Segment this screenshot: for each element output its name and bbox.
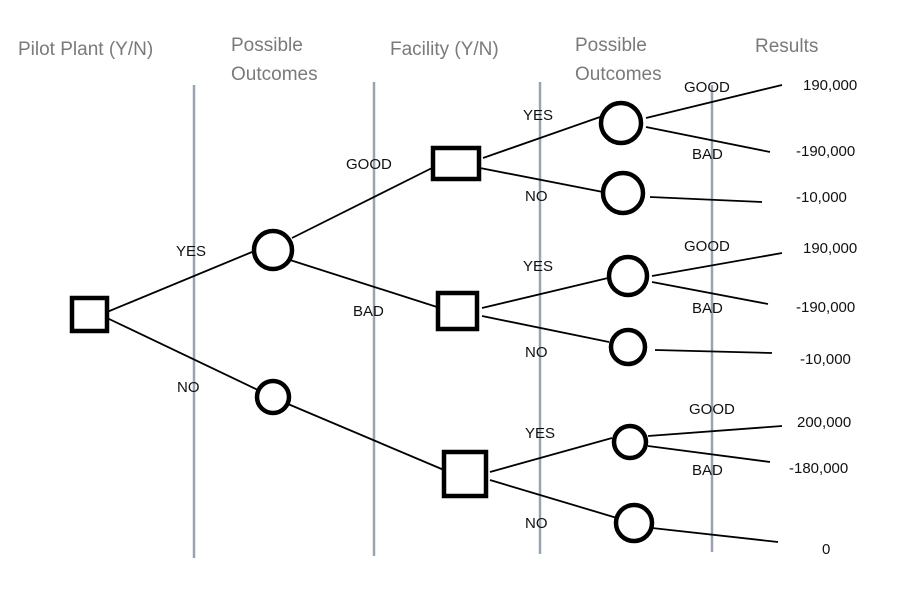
branch-label-f3-yes: YES [525, 425, 555, 442]
edge-f3-no-result [651, 527, 779, 543]
edge-f1-yes [482, 116, 601, 159]
branch-label-f3-good: GOOD [689, 401, 735, 418]
chance-node-f2-yes [606, 254, 650, 298]
result-value-2: -190,000 [796, 143, 855, 160]
branch-label-f1-yes: YES [523, 107, 553, 124]
chance-node-f1-no [600, 170, 646, 216]
decision-node-pilot-plant [69, 295, 110, 334]
chance-node-f2-no [608, 327, 648, 367]
result-value-7: 200,000 [797, 414, 851, 431]
result-value-4: 190,000 [803, 240, 857, 257]
chance-node-pilot-yes [251, 228, 295, 272]
branch-label-f2-yes: YES [523, 258, 553, 275]
chance-node-f1-yes [598, 100, 644, 146]
edge-f2-no [481, 315, 610, 343]
edge-f1-no [479, 167, 604, 193]
branch-label-f3-bad: BAD [692, 462, 723, 479]
header-facility: Facility (Y/N) [390, 39, 499, 60]
result-value-3: -10,000 [796, 189, 847, 206]
header-possible-outcomes-1-line1: Possible [231, 35, 303, 56]
branch-label-pilot-bad: BAD [353, 303, 384, 320]
decision-node-facility-3 [441, 449, 489, 499]
edge-f3-no [489, 479, 618, 519]
decision-node-facility-1 [430, 145, 482, 182]
branch-label-f2-no: NO [525, 344, 548, 361]
edge-f3-yes [489, 437, 613, 473]
chance-node-pilot-no [254, 378, 292, 416]
result-value-6: -10,000 [800, 351, 851, 368]
edge-pilot-good [291, 167, 433, 239]
branch-label-pilot-good: GOOD [346, 156, 392, 173]
branch-label-f1-good: GOOD [684, 79, 730, 96]
edge-pilot-yes [106, 251, 253, 313]
edge-f2-bad [651, 281, 769, 305]
result-value-8: -180,000 [789, 460, 848, 477]
chance-node-f3-no [613, 502, 655, 544]
result-value-5: -190,000 [796, 299, 855, 316]
edge-pilot-bad [289, 259, 438, 308]
edge-pilot-no-to-facility [287, 403, 445, 471]
branch-label-pilot-no: NO [177, 379, 200, 396]
edge-f2-good [651, 252, 783, 277]
header-pilot-plant: Pilot Plant (Y/N) [18, 39, 153, 60]
branch-label-f3-no: NO [525, 515, 548, 532]
edge-f1-good [645, 84, 783, 119]
header-results: Results [755, 36, 818, 57]
edge-pilot-no [106, 317, 259, 391]
decision-node-facility-2 [435, 290, 480, 332]
branch-label-f2-good: GOOD [684, 238, 730, 255]
branch-label-f1-no: NO [525, 188, 548, 205]
edge-f3-bad [647, 445, 771, 463]
edge-f2-yes [481, 277, 609, 309]
branch-label-f2-bad: BAD [692, 300, 723, 317]
branch-label-pilot-yes: YES [176, 243, 206, 260]
edge-f2-no-result [654, 349, 773, 354]
edge-f3-good [647, 425, 783, 437]
header-possible-outcomes-1-line2: Outcomes [231, 64, 318, 85]
result-value-9: 0 [822, 541, 830, 558]
edge-f1-bad [645, 126, 771, 153]
chance-node-f3-yes [611, 423, 649, 461]
branch-label-f1-bad: BAD [692, 146, 723, 163]
header-possible-outcomes-2-line2: Outcomes [575, 64, 662, 85]
header-possible-outcomes-2-line1: Possible [575, 35, 647, 56]
result-value-1: 190,000 [803, 77, 857, 94]
edge-f1-no-result [649, 196, 763, 203]
